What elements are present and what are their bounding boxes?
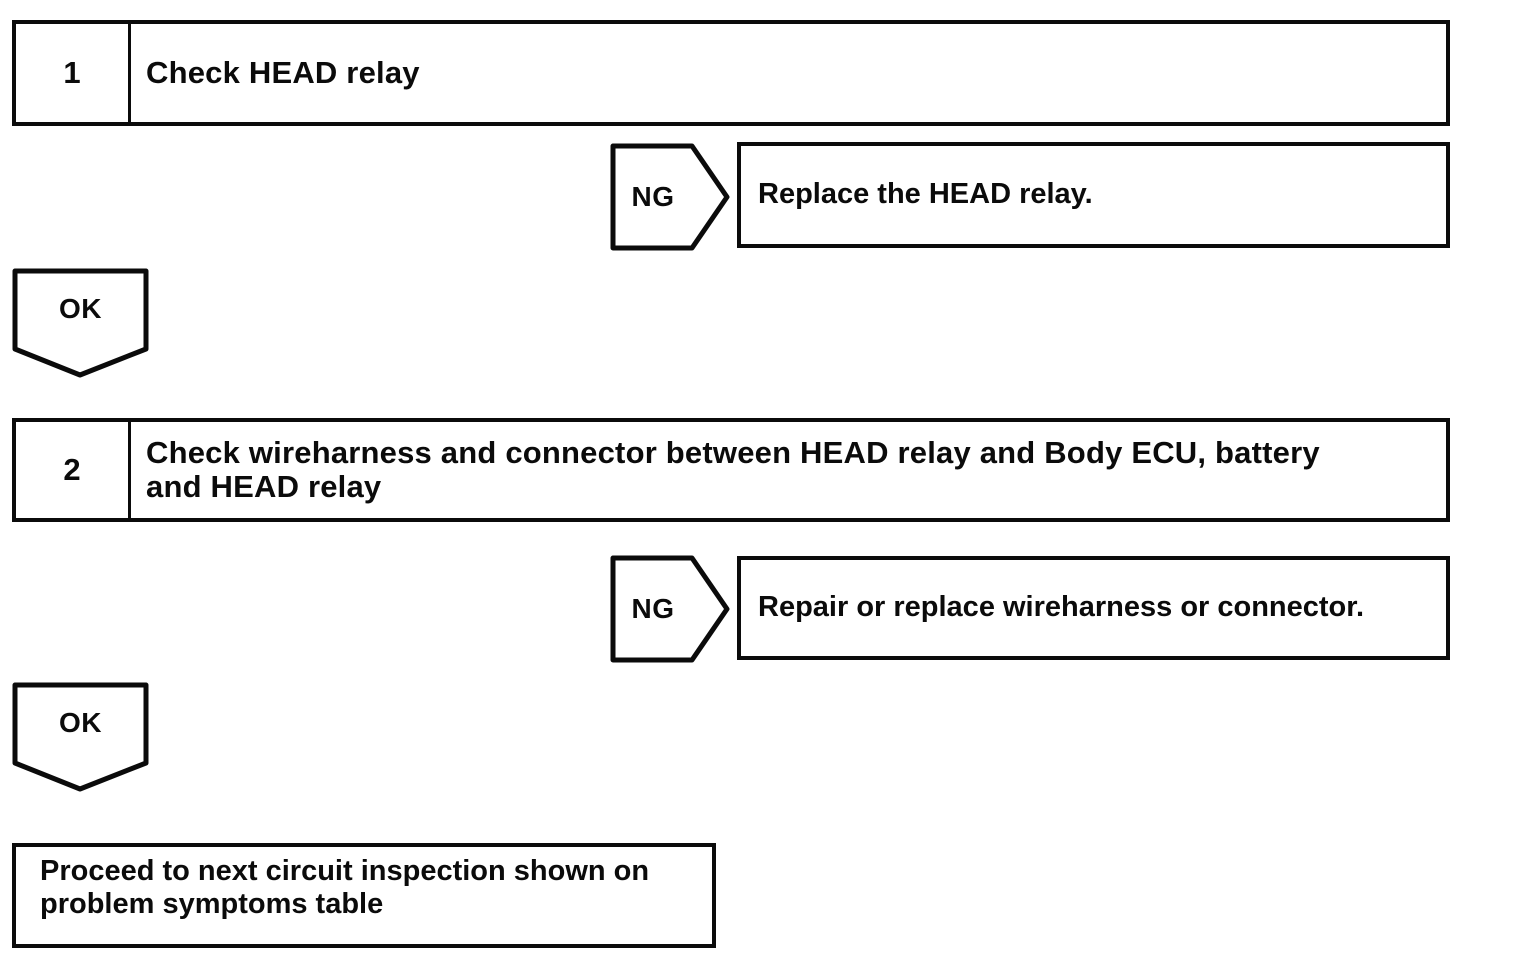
step-1-ok-label: OK	[59, 293, 102, 324]
end-instruction-line-1: Proceed to next circuit inspection shown…	[40, 855, 650, 887]
step-1-box: 1 Check HEAD relay	[12, 20, 1450, 126]
ok-arrow-down-icon	[12, 268, 149, 378]
step-1-ng-result-box: Replace the HEAD relay.	[737, 142, 1450, 248]
step-1-ng-result-text: Replace the HEAD relay.	[758, 178, 1093, 211]
step-1-ok-connector: OK	[12, 268, 149, 378]
step-2-ok-label: OK	[59, 707, 102, 738]
step-2-box: 2 Check wireharness and connector betwee…	[12, 418, 1450, 522]
step-2-ng-label: NG	[631, 593, 675, 624]
step-2-ng-result-box: Repair or replace wireharness or connect…	[737, 556, 1450, 660]
step-2-ng-result-text: Repair or replace wireharness or connect…	[758, 591, 1365, 624]
step-1-title-line: Check HEAD relay	[146, 54, 420, 90]
step-1-number-cell: 1	[16, 24, 131, 122]
ok-arrow-down-icon	[12, 682, 149, 792]
ng-arrow-right-icon	[610, 555, 730, 663]
step-2-number: 2	[63, 452, 81, 487]
ng-arrow-right-icon	[610, 143, 730, 251]
step-1-number: 1	[63, 55, 81, 90]
end-instruction-line-2: problem symptoms table	[40, 888, 384, 921]
step-2-title: Check wireharness and connector between …	[131, 422, 1446, 518]
step-2-title-line-1: Check wireharness and connector between …	[146, 434, 1320, 470]
step-2-ng-connector: NG	[610, 555, 730, 663]
step-1-ng-connector: NG	[610, 143, 730, 251]
step-1-title: Check HEAD relay	[131, 24, 1446, 122]
step-2-title-line-2: and HEAD relay	[146, 469, 382, 504]
step-2-number-cell: 2	[16, 422, 131, 518]
step-2-ok-connector: OK	[12, 682, 149, 792]
end-instruction-box: Proceed to next circuit inspection shown…	[12, 843, 716, 948]
step-1-ng-label: NG	[631, 181, 675, 212]
